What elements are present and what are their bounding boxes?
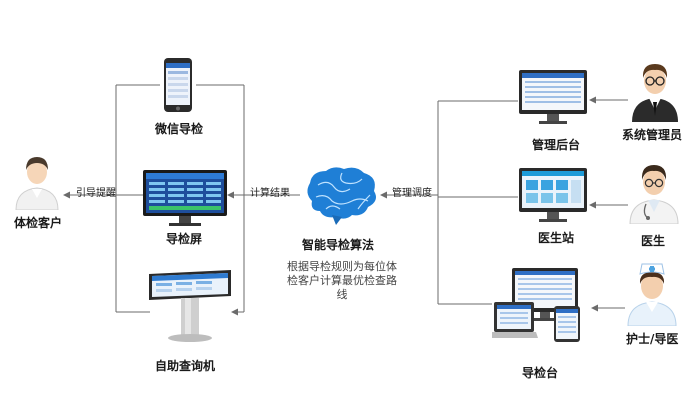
brain-icon xyxy=(302,165,380,229)
node-nurse: 护士/导医 xyxy=(626,332,679,346)
sys-admin-icon xyxy=(630,60,680,126)
node-doctor-station: 医生站 xyxy=(538,231,575,245)
phone-icon xyxy=(163,57,193,117)
admin-monitor-icon xyxy=(519,70,587,130)
customer-icon xyxy=(14,152,60,214)
node-algorithm: 智能导检算法 xyxy=(302,238,375,252)
doctor-monitor-icon xyxy=(519,168,587,228)
edge-label-calc-result: 计算结果 xyxy=(250,188,290,199)
kiosk-icon xyxy=(147,270,233,348)
algorithm-description: 根据导检规则为每位体 检客户计算最优检查路 线 xyxy=(278,260,406,302)
node-admin-console: 管理后台 xyxy=(532,138,581,152)
node-guide-screen: 导检屏 xyxy=(166,232,203,246)
nurse-person-icon xyxy=(626,262,678,330)
guide-screen-icon xyxy=(143,170,227,232)
node-sys-admin: 系统管理员 xyxy=(622,128,683,142)
algorithm-desc-line-1: 根据导检规则为每位体 xyxy=(287,260,397,273)
algorithm-desc-line-2: 检客户计算最优检查路 xyxy=(287,274,397,287)
edge-label-dispatch: 管理调度 xyxy=(392,188,432,199)
node-guide-desk: 导检台 xyxy=(522,366,559,380)
doctor-person-icon xyxy=(628,160,680,228)
algorithm-desc-line-3: 线 xyxy=(336,288,348,301)
edge-label-guide: 引导提醒 xyxy=(76,188,116,199)
guide-desk-devices-icon xyxy=(490,266,592,350)
node-customer: 体检客户 xyxy=(14,216,63,230)
node-wechat: 微信导检 xyxy=(155,122,204,136)
node-doctor: 医生 xyxy=(641,234,666,248)
node-kiosk: 自助查询机 xyxy=(155,359,216,373)
